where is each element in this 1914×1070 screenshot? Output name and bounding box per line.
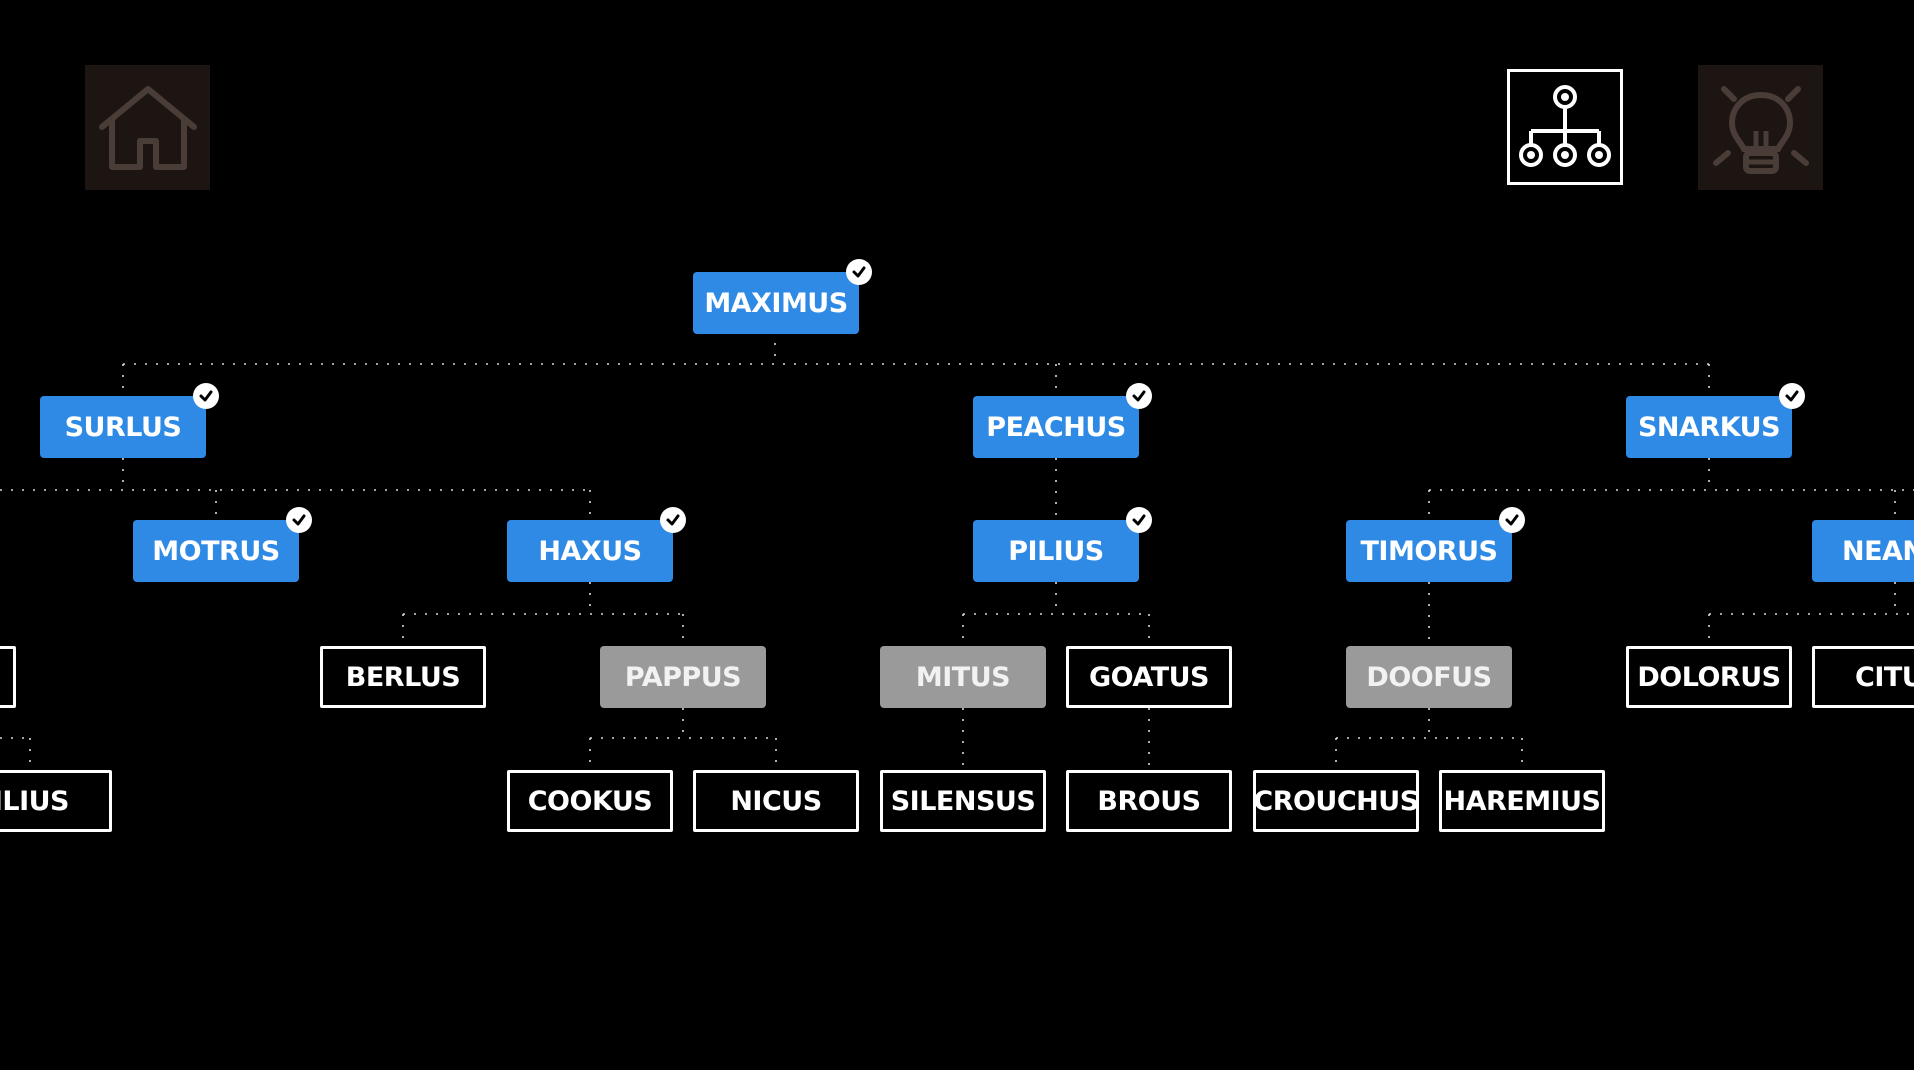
node-peachus[interactable]: PEACHUS bbox=[973, 383, 1152, 458]
node-silensus[interactable]: SILENSUS bbox=[880, 770, 1046, 832]
hint-button[interactable] bbox=[1698, 65, 1823, 190]
node-label: DOOFUS bbox=[1366, 661, 1492, 693]
node-label: CROUCHUS bbox=[1253, 785, 1419, 817]
node-label: NICUS bbox=[730, 785, 822, 817]
node-crouchus[interactable]: CROUCHUS bbox=[1253, 770, 1419, 832]
node-pilius[interactable]: PILIUS bbox=[973, 507, 1152, 582]
home-icon bbox=[98, 85, 197, 170]
checkmark-icon bbox=[286, 507, 312, 533]
node-filius[interactable]: FILIUS bbox=[0, 770, 112, 832]
checkmark-icon bbox=[1126, 507, 1152, 533]
checkmark-icon bbox=[1779, 383, 1805, 409]
node-label: HAREMIUS bbox=[1443, 785, 1601, 817]
family-tree-icon bbox=[1519, 85, 1611, 167]
node-label: DOLORUS bbox=[1637, 661, 1781, 693]
checkmark-icon bbox=[846, 259, 872, 285]
node-label: MOTRUS bbox=[152, 535, 280, 567]
node-label: PEACHUS bbox=[986, 411, 1126, 443]
family-tree-button[interactable] bbox=[1507, 69, 1623, 185]
checkmark-icon bbox=[193, 383, 219, 409]
checkmark-icon bbox=[1126, 383, 1152, 409]
node-label: SILENSUS bbox=[890, 785, 1036, 817]
node-motrus[interactable]: MOTRUS bbox=[133, 507, 312, 582]
node-label: MITUS bbox=[915, 661, 1011, 693]
lightbulb-icon bbox=[1712, 85, 1809, 174]
node-label: SURLUS bbox=[64, 411, 182, 443]
node-mitus[interactable]: MITUS bbox=[880, 646, 1046, 708]
checkmark-icon bbox=[660, 507, 686, 533]
node-nicus[interactable]: NICUS bbox=[693, 770, 859, 832]
node-snarkus[interactable]: SNARKUS bbox=[1626, 383, 1805, 458]
node-citu[interactable]: CITU bbox=[1812, 646, 1914, 708]
node-label: MAXIMUS bbox=[704, 287, 848, 319]
node-goatus[interactable]: GOATUS bbox=[1066, 646, 1232, 708]
node-label: PILIUS bbox=[1008, 535, 1104, 567]
node-label: SNARKUS bbox=[1637, 411, 1781, 443]
node-nean[interactable]: NEAN bbox=[1812, 520, 1914, 582]
node-dolorus[interactable]: DOLORUS bbox=[1626, 646, 1792, 708]
node-label: BROUS bbox=[1097, 785, 1201, 817]
node-doofus[interactable]: DOOFUS bbox=[1346, 646, 1512, 708]
checkmark-icon bbox=[1499, 507, 1525, 533]
node-timorus[interactable]: TIMORUS bbox=[1346, 507, 1525, 582]
node-pappus[interactable]: PAPPUS bbox=[600, 646, 766, 708]
node-label: CITU bbox=[1855, 661, 1914, 693]
node-label: HAXUS bbox=[538, 535, 642, 567]
node-cookus[interactable]: COOKUS bbox=[507, 770, 673, 832]
node-label: COOKUS bbox=[527, 785, 653, 817]
node-label: NEAN bbox=[1842, 535, 1914, 567]
node-label: TIMORUS bbox=[1360, 535, 1498, 567]
node-haxus[interactable]: HAXUS bbox=[507, 507, 686, 582]
node-surlus[interactable]: SURLUS bbox=[40, 383, 219, 458]
node-haremius[interactable]: HAREMIUS bbox=[1439, 770, 1605, 832]
node-label: FILIUS bbox=[0, 785, 70, 817]
node-brous[interactable]: BROUS bbox=[1066, 770, 1232, 832]
node-label: PAPPUS bbox=[624, 661, 742, 693]
home-button[interactable] bbox=[85, 65, 210, 190]
node-offscreen-left[interactable] bbox=[0, 646, 16, 708]
node-maximus[interactable]: MAXIMUS bbox=[693, 259, 872, 334]
node-berlus[interactable]: BERLUS bbox=[320, 646, 486, 708]
node-label: GOATUS bbox=[1089, 661, 1209, 693]
node-label: BERLUS bbox=[345, 661, 461, 693]
